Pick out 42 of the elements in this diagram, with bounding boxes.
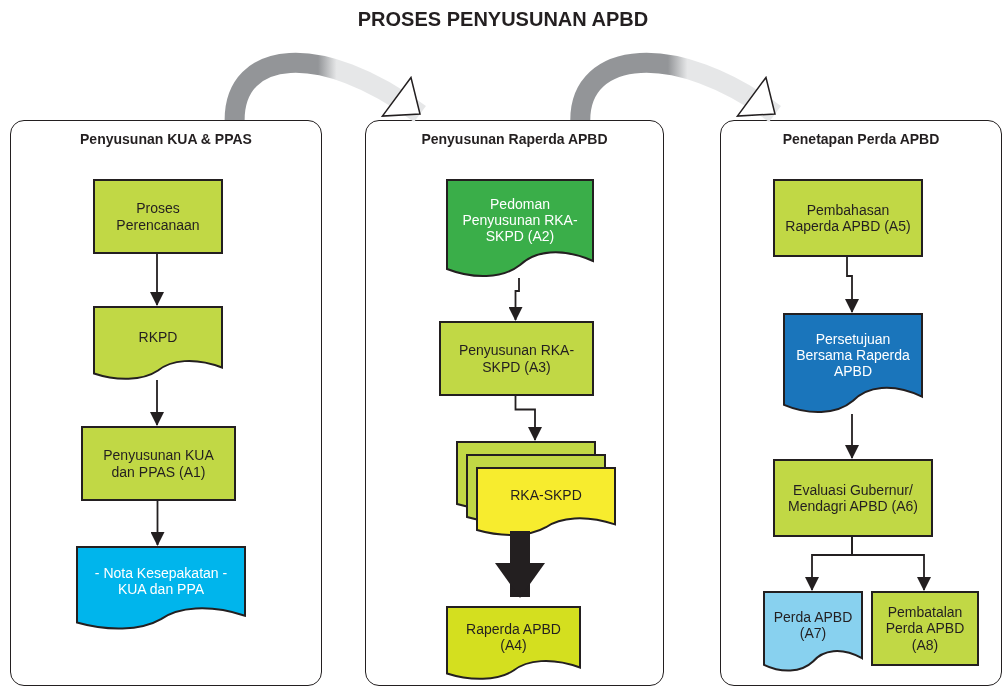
box-label: Penyusunan KUA dan PPAS (A1) xyxy=(102,447,215,480)
diagram-title: PROSES PENYUSUNAN APBD xyxy=(356,8,650,31)
box-label: Persetujuan Bersama Raperda APBD xyxy=(795,330,911,379)
process-box xyxy=(81,426,236,501)
box-label: Proses Perencanaan xyxy=(115,200,201,233)
arrow xyxy=(508,277,523,321)
document-shape xyxy=(93,306,223,381)
arrow xyxy=(514,394,542,441)
box-label: RKPD xyxy=(138,329,178,346)
arrow xyxy=(150,252,164,306)
box-label: Raperda APBD (A4) xyxy=(465,621,562,654)
document-shape xyxy=(783,313,923,415)
panel-heading: Penyusunan KUA & PPAS xyxy=(79,131,253,147)
stage-panel xyxy=(365,120,664,686)
stage-panel xyxy=(720,120,1002,686)
process-box xyxy=(439,321,594,396)
panel-heading: Penyusunan Raperda APBD xyxy=(420,131,609,147)
box-label: Pembatalan Perda APBD (A8) xyxy=(884,604,966,653)
box-label: Pembahasan Raperda APBD (A5) xyxy=(784,201,912,235)
box-label: Pedoman Penyusunan RKA-SKPD (A2) xyxy=(461,195,579,245)
box-label: Perda APBD (A7) xyxy=(772,608,854,642)
document-shape xyxy=(446,606,581,681)
box-label: Penyusunan RKA-SKPD (A3) xyxy=(457,342,576,375)
box-label: RKA-SKPD xyxy=(510,486,582,504)
box-label: Evaluasi Gubernur/ Mendagri APBD (A6) xyxy=(787,481,919,515)
process-box xyxy=(773,179,923,257)
box-label: - Nota Kesepakatan - KUA dan PPA xyxy=(93,565,229,598)
multi-document-shape xyxy=(456,441,616,537)
arrow xyxy=(495,531,545,598)
process-box xyxy=(773,459,933,537)
document-shape xyxy=(446,179,594,279)
document-shape xyxy=(763,591,863,673)
arrow xyxy=(845,255,859,313)
process-box xyxy=(93,179,223,254)
arrow xyxy=(150,499,165,546)
arrow xyxy=(845,413,859,459)
panel-heading: Penetapan Perda APBD xyxy=(781,131,941,147)
arrow xyxy=(851,535,931,591)
stage-panel xyxy=(10,120,322,686)
process-box xyxy=(871,591,979,666)
arrow xyxy=(150,379,164,426)
document-shape xyxy=(76,546,246,631)
